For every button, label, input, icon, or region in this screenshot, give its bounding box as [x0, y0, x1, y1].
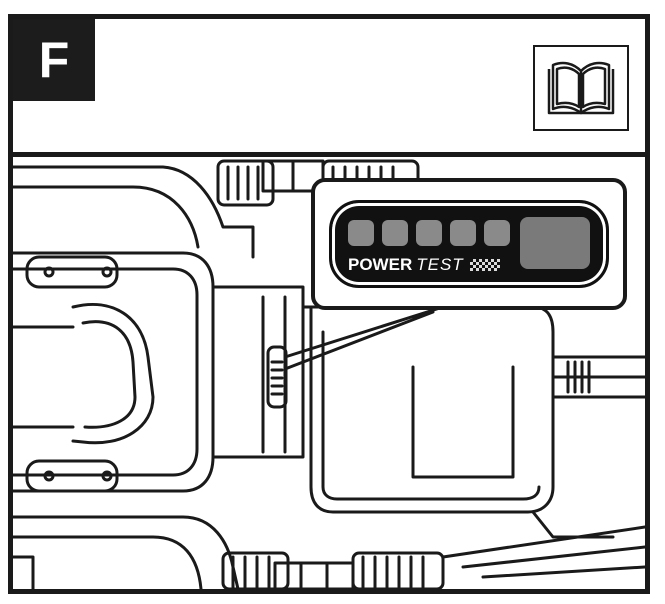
step-label: F [13, 19, 95, 101]
power-word: POWER [348, 255, 413, 274]
step-header: F [13, 19, 645, 157]
battery-led-5 [484, 220, 510, 246]
checker-pattern [470, 259, 500, 271]
battery-led-2 [382, 220, 408, 246]
manual-reference-box [533, 45, 629, 131]
battery-led-3 [416, 220, 442, 246]
test-word: TEST [416, 255, 464, 274]
open-book-icon [547, 61, 615, 115]
battery-led-1 [348, 220, 374, 246]
power-test-button [520, 217, 590, 269]
battery-led-4 [450, 220, 476, 246]
instruction-frame: F [8, 14, 650, 594]
mower-top-view-drawing [13, 159, 645, 589]
